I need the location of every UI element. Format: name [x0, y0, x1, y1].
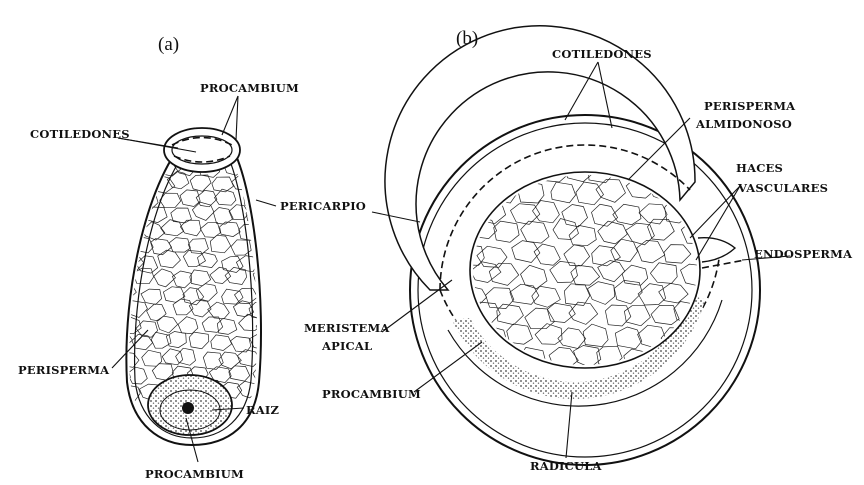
- cell: [189, 332, 209, 349]
- label-procambium-top-a: PROCAMBIUM: [200, 81, 299, 95]
- cell: [172, 271, 191, 288]
- cell: [117, 222, 138, 239]
- cell: [151, 239, 172, 255]
- cell: [454, 200, 481, 220]
- cell: [261, 224, 283, 241]
- cell: [253, 268, 273, 285]
- panel-label-b: (b): [456, 28, 478, 49]
- cell: [158, 250, 181, 268]
- cell: [257, 159, 279, 176]
- panel-label-a: (a): [158, 34, 179, 55]
- label-procambium-b: PROCAMBIUM: [322, 387, 421, 401]
- cell: [133, 268, 153, 284]
- cell: [129, 171, 150, 187]
- cell: [133, 237, 154, 253]
- cell: [263, 256, 285, 272]
- cell: [261, 190, 282, 206]
- label-endosperma: ENDOSPERMA: [754, 247, 853, 261]
- cell: [211, 335, 232, 351]
- cell: [253, 367, 273, 383]
- label-meristema-2: APICAL: [321, 339, 372, 353]
- cell: [239, 225, 260, 241]
- cell: [489, 182, 517, 203]
- cell: [183, 288, 204, 305]
- procambium-dot-a: [182, 402, 194, 414]
- cell: [238, 350, 260, 367]
- cell: [222, 256, 244, 272]
- cell: [474, 181, 502, 202]
- cell: [241, 157, 261, 172]
- label-radicula: RADICULA: [530, 459, 602, 473]
- cell: [178, 317, 198, 334]
- cell: [260, 286, 280, 301]
- cell: [246, 207, 267, 222]
- cell: [231, 337, 251, 353]
- cell: [256, 318, 277, 336]
- label-raiz: RAIZ: [246, 403, 279, 417]
- cell: [136, 256, 158, 273]
- seed-a: [107, 128, 285, 445]
- label-haces-2: VASCULARES: [737, 181, 828, 195]
- cell: [151, 332, 171, 348]
- cell: [222, 289, 243, 304]
- cell: [118, 155, 137, 172]
- cell: [122, 253, 143, 270]
- cell: [210, 267, 231, 283]
- cell: [210, 235, 230, 253]
- cell: [507, 161, 535, 182]
- seed-b: [385, 26, 760, 465]
- cell: [203, 352, 223, 369]
- label-cotiledones-a: COTILEDONES: [30, 127, 130, 141]
- cell: [108, 268, 130, 284]
- cell: [147, 304, 167, 321]
- cell: [157, 316, 178, 333]
- cell: [208, 302, 230, 319]
- cell: [190, 175, 211, 191]
- label-cotiledones-b: COTILEDONES: [552, 47, 652, 61]
- cell: [235, 288, 258, 303]
- cell: [116, 283, 136, 299]
- cell: [109, 173, 131, 189]
- cell: [217, 318, 237, 334]
- cell: [117, 188, 139, 205]
- label-perisperma-b-1: PERISPERMA: [704, 99, 796, 113]
- cell: [180, 190, 200, 207]
- cotyledons-a: [164, 128, 240, 172]
- cell: [220, 222, 241, 237]
- cell: [108, 208, 129, 225]
- cell: [239, 314, 261, 331]
- cell: [138, 157, 157, 172]
- cell: [190, 270, 211, 286]
- cell: [154, 269, 176, 287]
- label-pericarpio: PERICARPIO: [280, 199, 366, 213]
- cell: [237, 381, 257, 398]
- cell: [110, 142, 131, 159]
- cell: [643, 162, 671, 183]
- cell: [141, 289, 162, 304]
- cell: [198, 253, 218, 268]
- label-meristema-1: MERISTEMA: [304, 321, 390, 335]
- cell: [202, 317, 223, 332]
- cell: [166, 332, 186, 348]
- perisperm-b: [470, 172, 700, 368]
- cell: [107, 237, 128, 254]
- cell: [169, 238, 190, 253]
- label-haces-1: HACES: [736, 161, 783, 175]
- cell: [196, 284, 217, 302]
- label-procambium-bottom-a: PROCAMBIUM: [145, 467, 244, 481]
- label-perisperma-a: PERISPERMA: [18, 363, 110, 377]
- cell: [258, 384, 278, 399]
- label-perisperma-b-2: ALMIDONOSO: [695, 117, 792, 131]
- cell: [250, 141, 272, 158]
- cell: [236, 256, 257, 272]
- cell: [127, 204, 149, 219]
- cell: [229, 205, 249, 220]
- cell: [163, 287, 185, 303]
- vascular-bundle-b: [698, 238, 735, 262]
- cell: [111, 332, 133, 348]
- cell: [250, 171, 271, 187]
